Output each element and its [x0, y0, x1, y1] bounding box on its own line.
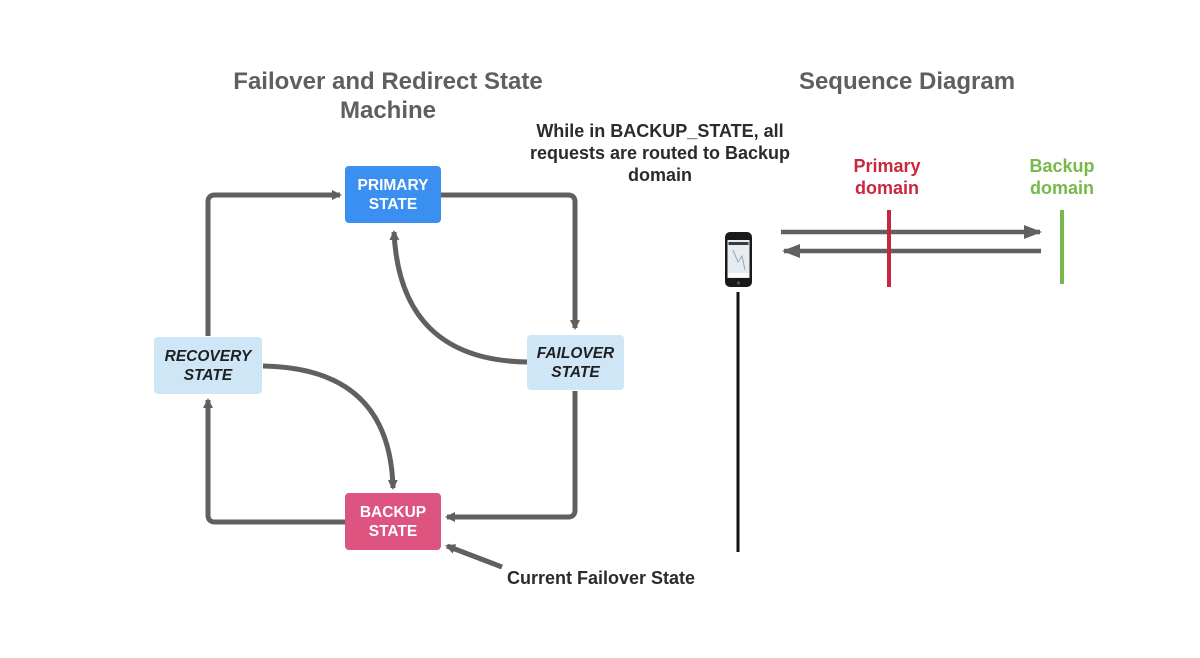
routing-note-line2: requests are routed to Backup — [529, 143, 791, 163]
state-primary: PRIMARY STATE — [345, 166, 441, 223]
transition-failover-to-backup — [445, 391, 578, 522]
state-machine-title: Failover and Redirect State Machine — [208, 67, 568, 125]
primary-domain-label: Primary domain — [837, 155, 937, 199]
state-primary-line2: STATE — [368, 195, 418, 213]
transition-backup-to-recovery — [203, 398, 345, 525]
state-failover: FAILOVER STATE — [527, 335, 624, 390]
transition-primary-to-failover — [441, 192, 580, 330]
current-state-pointer — [445, 543, 503, 570]
current-state-label: Current Failover State — [507, 568, 696, 588]
smartphone-icon — [725, 232, 752, 287]
routing-note-line3: domain — [627, 165, 692, 185]
state-failover-line2: STATE — [551, 363, 600, 381]
primary-domain-line2: domain — [854, 178, 919, 198]
state-backup-line2: STATE — [368, 522, 418, 540]
backup-domain-label: Backup domain — [1012, 155, 1112, 199]
transition-failover-to-primary — [389, 230, 528, 365]
routing-note-line1: While in BACKUP_STATE, all — [536, 121, 784, 141]
state-failover-line1: FAILOVER — [536, 344, 615, 362]
state-backup: BACKUP STATE — [345, 493, 441, 550]
sequence-title: Sequence Diagram — [798, 68, 1016, 95]
state-recovery-line1: RECOVERY — [164, 347, 252, 365]
state-recovery-line2: STATE — [183, 366, 233, 384]
backup-domain-line2: domain — [1029, 178, 1094, 198]
state-primary-line1: PRIMARY — [357, 176, 429, 194]
state-backup-line1: BACKUP — [359, 503, 427, 521]
state-recovery: RECOVERY STATE — [154, 337, 262, 394]
state-machine-title-line2: Machine — [339, 97, 437, 124]
routing-note: While in BACKUP_STATE, all requests are … — [505, 120, 815, 186]
transition-recovery-to-backup — [262, 363, 398, 490]
transition-recovery-to-primary — [205, 190, 342, 336]
backup-domain-line1: Backup — [1029, 156, 1095, 176]
state-machine-title-line1: Failover and Redirect State — [233, 68, 543, 95]
primary-domain-line1: Primary — [853, 156, 921, 176]
